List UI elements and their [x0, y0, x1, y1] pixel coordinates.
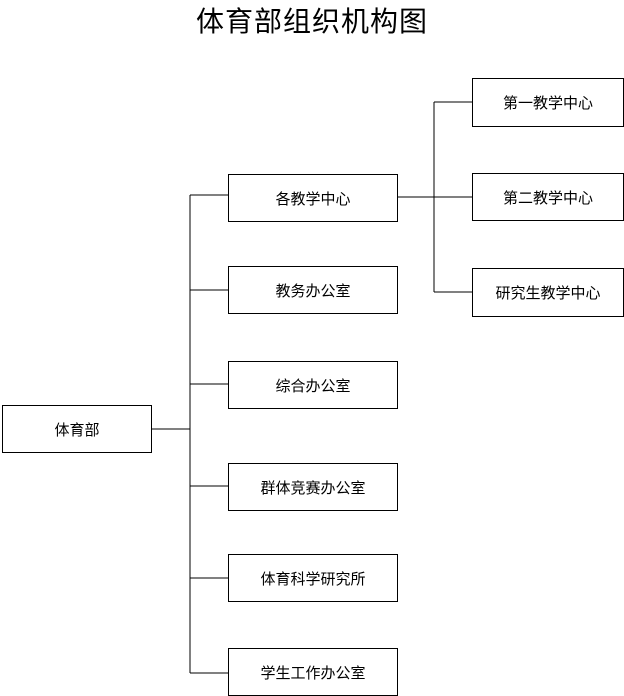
node-dept-sports-competition: 群体竞赛办公室 [228, 463, 398, 511]
node-center-graduate: 研究生教学中心 [472, 268, 624, 317]
node-label: 体育科学研究所 [260, 569, 366, 588]
node-label: 研究生教学中心 [495, 284, 601, 302]
node-label: 教务办公室 [275, 281, 351, 300]
node-label: 第二教学中心 [502, 188, 593, 207]
node-label: 体育部 [54, 420, 100, 439]
node-label: 各教学中心 [275, 189, 351, 208]
node-dept-general-office: 综合办公室 [228, 361, 398, 409]
node-label: 群体竞赛办公室 [260, 478, 366, 497]
node-dept-sports-science: 体育科学研究所 [228, 554, 398, 602]
node-root: 体育部 [2, 405, 152, 453]
node-dept-student-affairs: 学生工作办公室 [228, 648, 398, 696]
node-label: 第一教学中心 [502, 94, 593, 112]
node-center-first: 第一教学中心 [472, 78, 624, 127]
node-label: 学生工作办公室 [260, 663, 366, 682]
node-dept-teaching-centers: 各教学中心 [228, 174, 398, 222]
node-dept-academic-affairs: 教务办公室 [228, 266, 398, 314]
node-center-second: 第二教学中心 [472, 173, 624, 221]
node-label: 综合办公室 [275, 376, 351, 395]
chart-title: 体育部组织机构图 [195, 5, 428, 38]
